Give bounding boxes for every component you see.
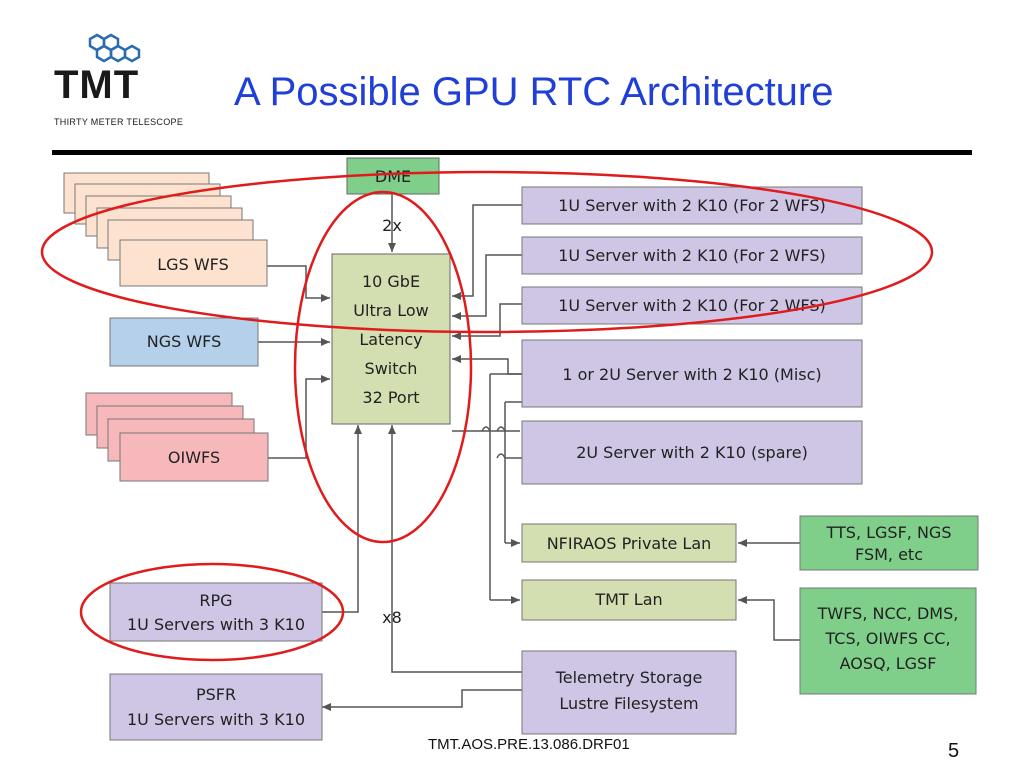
twfs-box — [799, 587, 977, 695]
telemetry-line-1: Telemetry Storage — [555, 668, 703, 687]
twfs-line-1: TWFS, NCC, DMS, — [817, 604, 959, 623]
server-3-label: 1U Server with 2 K10 (For 2 WFS) — [558, 296, 826, 315]
highlight-ellipse-servers — [40, 170, 934, 334]
oiwfs-stack — [85, 392, 269, 482]
nfiraos-lan-box — [521, 523, 737, 563]
page-number: 5 — [948, 740, 960, 762]
telemetry-box — [521, 650, 737, 735]
switch-box — [331, 253, 451, 425]
server-box-1 — [521, 186, 863, 225]
nfiraos-lan-label: NFIRAOS Private Lan — [547, 534, 712, 553]
psfr-box — [109, 673, 323, 741]
switch-line-5: 32 Port — [362, 388, 419, 407]
x8-label: x8 — [382, 608, 402, 627]
tts-line-1: TTS, LGSF, NGS — [826, 523, 952, 542]
switch-line-2: Ultra Low — [353, 301, 428, 320]
rpg-line-1: RPG — [199, 591, 232, 610]
logo-subtitle: THIRTY METER TELESCOPE — [54, 117, 184, 127]
twfs-line-2: TCS, OIWFS CC, — [824, 629, 950, 648]
highlight-ellipse-rpg — [79, 562, 345, 662]
dme-label: DME — [375, 167, 411, 186]
tts-line-2: FSM, etc — [855, 545, 923, 564]
logo-name: TMT — [54, 63, 140, 107]
server-box-2 — [521, 236, 863, 275]
tmt-lan-box — [521, 579, 737, 621]
server-spare-label: 2U Server with 2 K10 (spare) — [576, 443, 808, 462]
server-spare-box — [521, 420, 863, 485]
server-2-label: 1U Server with 2 K10 (For 2 WFS) — [558, 246, 826, 265]
psfr-line-2: 1U Servers with 3 K10 — [127, 710, 305, 729]
server-1-label: 1U Server with 2 K10 (For 2 WFS) — [558, 196, 826, 215]
telemetry-line-2: Lustre Filesystem — [559, 694, 698, 713]
psfr-line-1: PSFR — [196, 685, 236, 704]
rpg-line-2: 1U Servers with 3 K10 — [127, 615, 305, 634]
tmt-logo-icon — [88, 33, 141, 63]
rpg-box — [109, 582, 323, 642]
twfs-line-3: AOSQ, LGSF — [840, 654, 937, 673]
page-title: A Possible GPU RTC Architecture — [234, 70, 834, 114]
title-divider — [52, 150, 972, 155]
ngs-wfs-label: NGS WFS — [147, 332, 222, 351]
tmt-lan-label: TMT Lan — [594, 590, 662, 609]
server-misc-box — [521, 339, 863, 408]
switch-line-4: Switch — [365, 359, 418, 378]
server-box-3 — [521, 286, 863, 325]
tts-box — [799, 515, 979, 571]
highlight-ellipse-switch — [293, 190, 473, 544]
oiwfs-label: OIWFS — [168, 448, 220, 467]
ngs-wfs-box — [109, 317, 259, 367]
switch-line-1: 10 GbE — [362, 272, 420, 291]
lgs-wfs-stack — [63, 172, 268, 287]
lgs-wfs-label: LGS WFS — [157, 255, 228, 274]
server-misc-label: 1 or 2U Server with 2 K10 (Misc) — [562, 365, 821, 384]
dme-multiplier: 2x — [382, 216, 402, 235]
footer-doc-id: TMT.AOS.PRE.13.086.DRF01 — [428, 736, 630, 753]
switch-line-3: Latency — [359, 330, 422, 349]
